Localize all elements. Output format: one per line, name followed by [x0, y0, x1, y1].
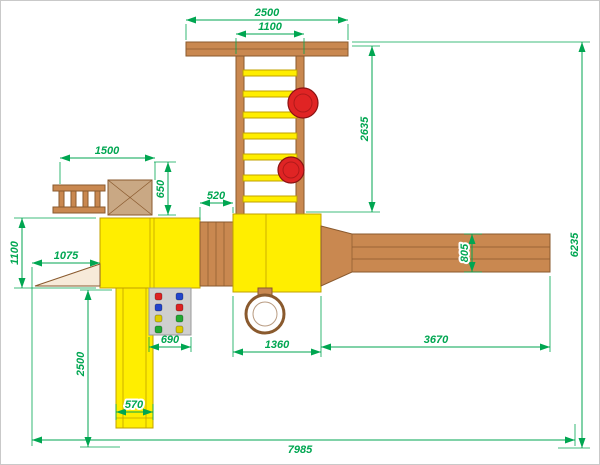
dim-climb-wall-width: 690	[148, 334, 192, 352]
dim-label-platform-depth: 1100	[9, 240, 21, 265]
climbing-hold	[154, 292, 163, 301]
dim-label-slide-length: 2500	[75, 351, 87, 377]
dim-label-slide-width: 570	[125, 399, 144, 411]
upper-deck-brace	[107, 179, 153, 216]
mini-ladder-rung	[58, 190, 65, 208]
dim-label-ladder-width: 1100	[258, 21, 283, 33]
dim-steps-width: 520	[199, 190, 234, 220]
dim-label-steps-width: 520	[207, 190, 226, 202]
mini-ladder-rung	[94, 190, 101, 208]
dim-label-ladder-length: 2635	[359, 116, 371, 142]
dim-beam-width: 805	[457, 233, 482, 273]
dim-slide-length: 2500	[75, 289, 120, 448]
climbing-hold	[175, 292, 184, 301]
steps-between-platforms	[199, 221, 234, 287]
ladder-rung	[242, 90, 298, 98]
dim-label-swing-bay-width: 1360	[265, 339, 290, 351]
bucket-seat-upper	[287, 87, 319, 119]
ladder-rung	[242, 195, 298, 203]
dim-total-width: 7985	[32, 424, 576, 456]
mini-ladder-rail-top	[52, 184, 106, 192]
dim-ladder-width: 1100	[235, 21, 305, 54]
ladder-rung	[242, 69, 298, 77]
ladder-rung	[242, 111, 298, 119]
climbing-holds	[154, 292, 184, 334]
climbing-hold	[154, 325, 163, 334]
dim-label-left-module-depth: 650	[155, 179, 167, 198]
dim-slide-width: 570	[115, 397, 154, 420]
mini-ladder-rung	[70, 190, 77, 208]
dim-left-module-depth: 650	[154, 161, 176, 216]
bucket-seat-upper-rim	[293, 93, 313, 113]
climbing-hold	[154, 303, 163, 312]
dim-label-beam-width: 805	[459, 243, 471, 262]
ladder-rung	[242, 132, 298, 140]
access-ramp	[34, 263, 101, 287]
dim-label-ramp-length: 1075	[54, 250, 79, 262]
dim-total-depth: 6235	[352, 41, 590, 449]
dim-label-beam-length: 3670	[424, 334, 449, 346]
mini-ladder-rungs	[58, 190, 101, 208]
climbing-hold	[154, 314, 163, 323]
ladder-rungs	[242, 69, 298, 203]
mini-ladder-rail-bottom	[52, 206, 106, 214]
mini-ladder-rung	[82, 190, 89, 208]
dim-ramp-length: 1075	[31, 250, 100, 446]
dim-left-module-width: 1500	[59, 145, 156, 184]
tire-swing-inner-rim	[252, 301, 278, 327]
dim-label-climb-wall-width: 690	[161, 334, 180, 346]
bucket-seat-lower-rim	[282, 161, 300, 179]
dimensions: 2500 1100 2635 1500 650	[9, 7, 590, 456]
dim-top-beam-width: 2500	[185, 7, 349, 40]
dim-label-total-depth: 6235	[569, 232, 581, 257]
dim-ladder-length: 2635	[306, 45, 380, 213]
bucket-seat-lower	[277, 156, 305, 184]
climbing-hold	[175, 314, 184, 323]
dim-label-total-width: 7985	[288, 444, 313, 456]
structures	[34, 41, 551, 429]
dim-label-left-module-width: 1500	[95, 145, 120, 157]
dim-beam-length: 3670	[321, 276, 551, 352]
tire-swing	[244, 293, 286, 335]
dim-platform-depth: 1100	[9, 217, 96, 289]
climbing-hold	[175, 303, 184, 312]
dim-label-top-beam-width: 2500	[254, 7, 280, 19]
ladder-rung	[242, 153, 298, 161]
platform-right	[232, 213, 322, 293]
slide	[115, 287, 154, 429]
climbing-hold	[175, 325, 184, 334]
